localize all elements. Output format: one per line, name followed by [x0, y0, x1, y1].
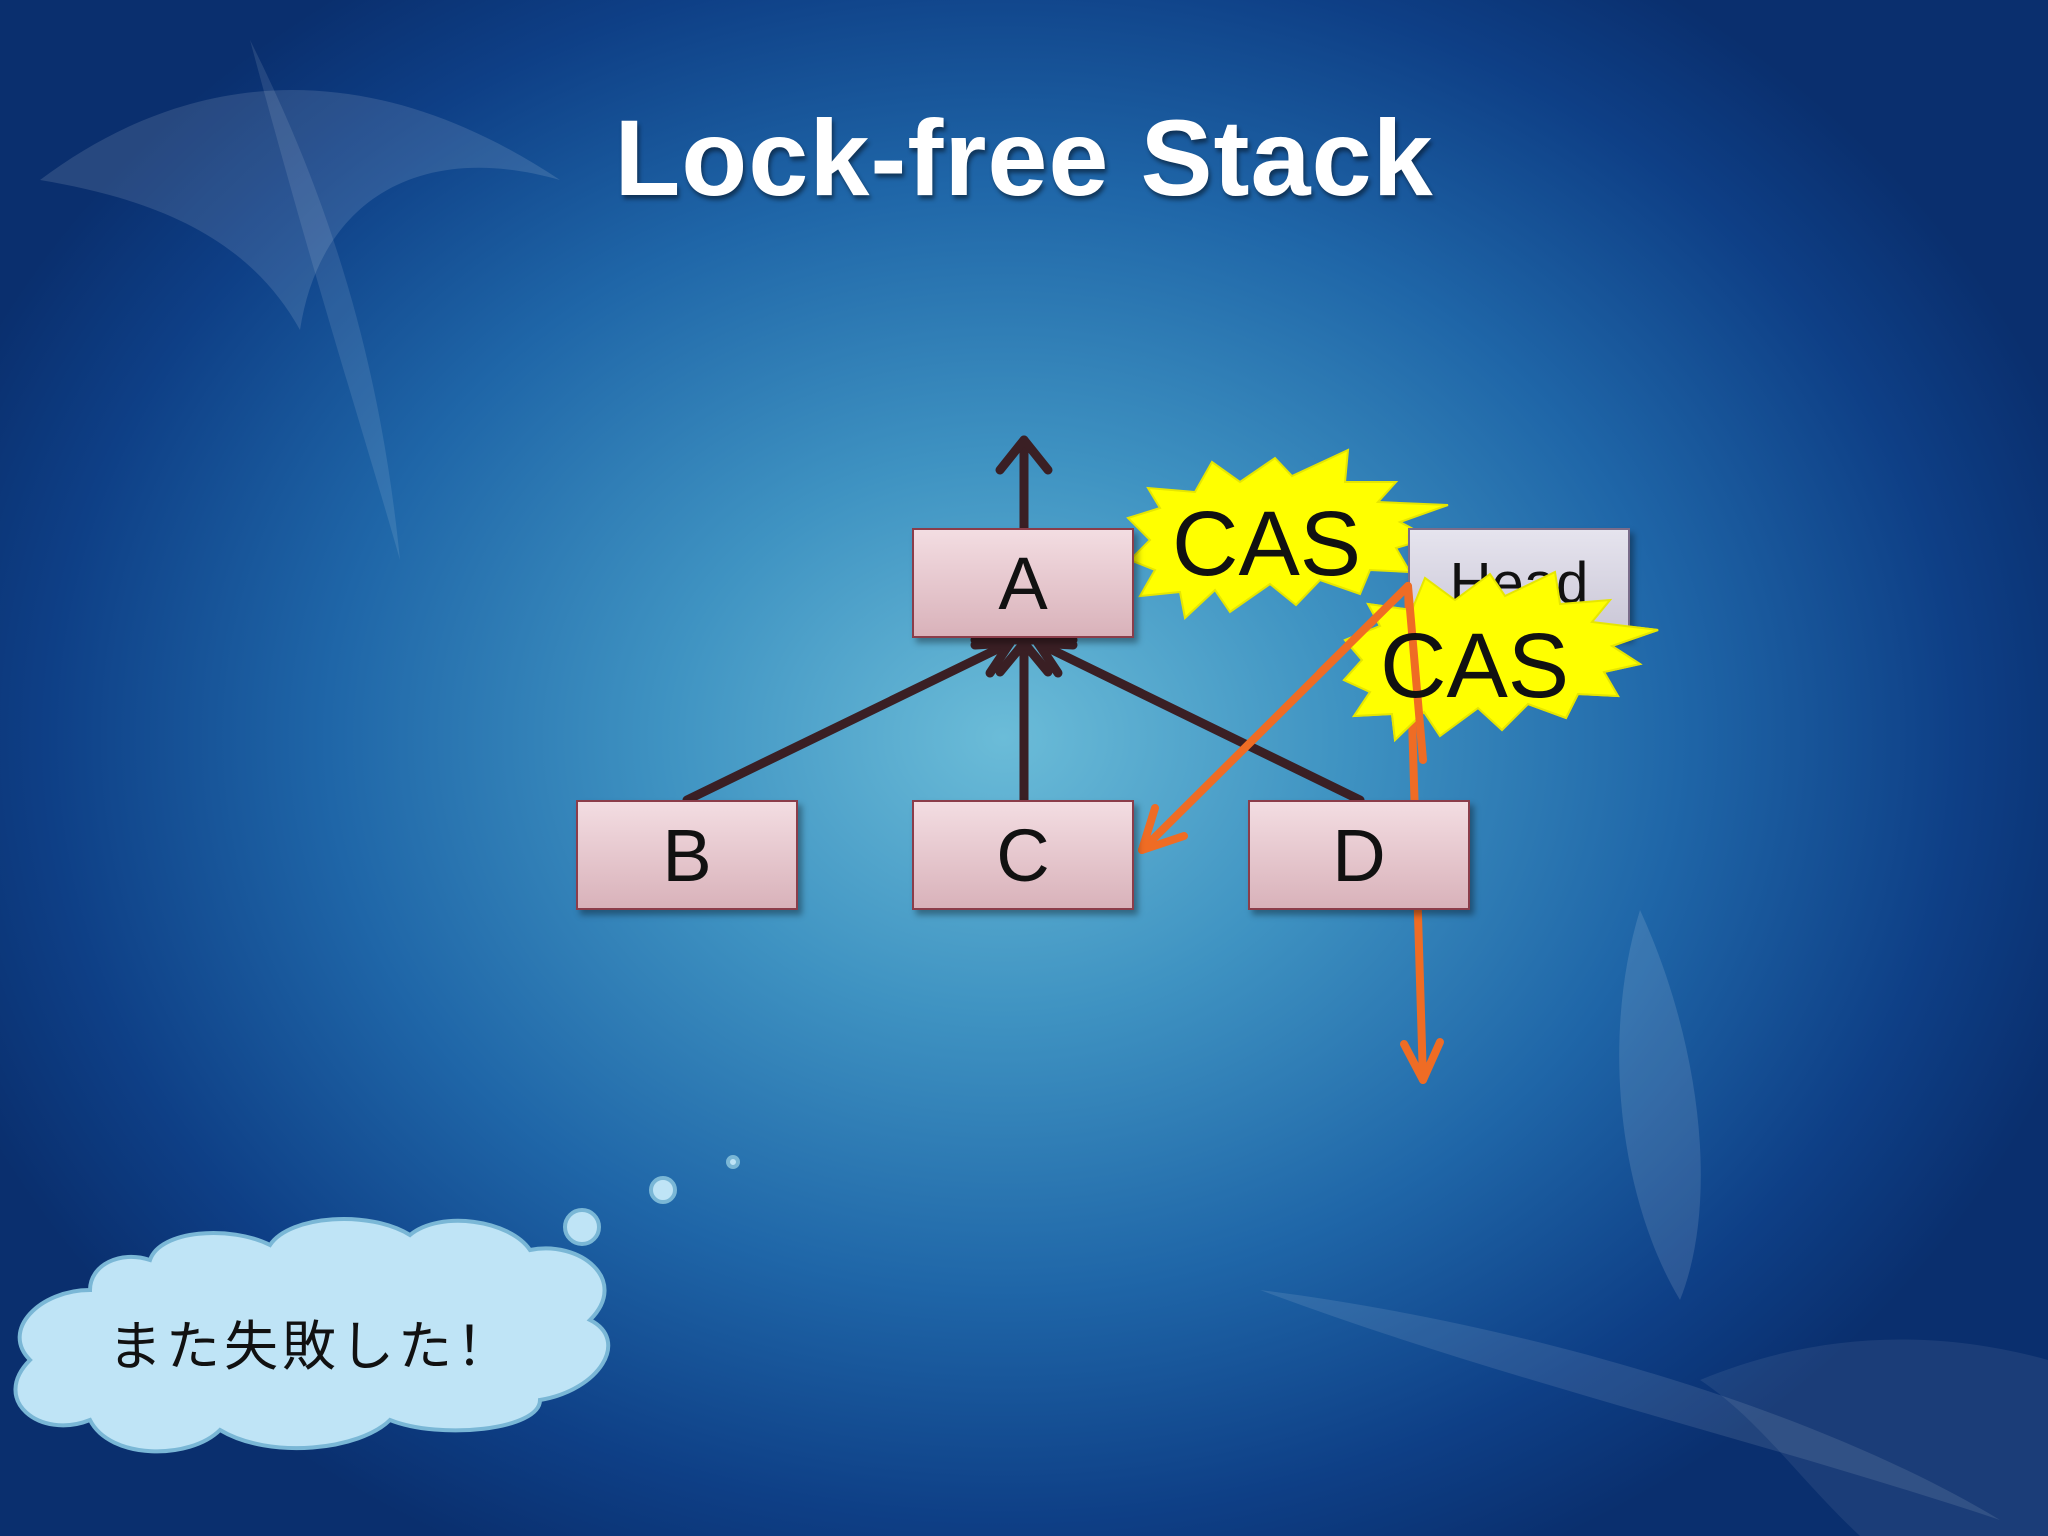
- arrowhead-a-up: [995, 435, 1053, 475]
- node-d: D: [1248, 800, 1470, 910]
- cas-arrowhead-down: [1400, 1038, 1444, 1084]
- cas-label-2: CAS: [1380, 615, 1570, 717]
- node-a: A: [912, 528, 1134, 638]
- node-c: C: [912, 800, 1134, 910]
- cas-burst-1: [1126, 448, 1449, 620]
- link-arrow-d-to-a: [1033, 638, 1365, 805]
- link-arrow-b-to-a: [682, 638, 1015, 805]
- thought-dot-small: [726, 1155, 740, 1169]
- cas-label-1: CAS: [1172, 493, 1362, 595]
- node-b: B: [576, 800, 798, 910]
- thought-dot-large: [563, 1208, 601, 1246]
- cas-arrowhead-c: [1138, 804, 1188, 854]
- thought-bubble-text: また失敗した！: [108, 1315, 514, 1378]
- thought-cloud: [13, 1155, 740, 1454]
- thought-dot-medium: [649, 1176, 677, 1204]
- slide-title: Lock-free Stack: [614, 97, 1434, 218]
